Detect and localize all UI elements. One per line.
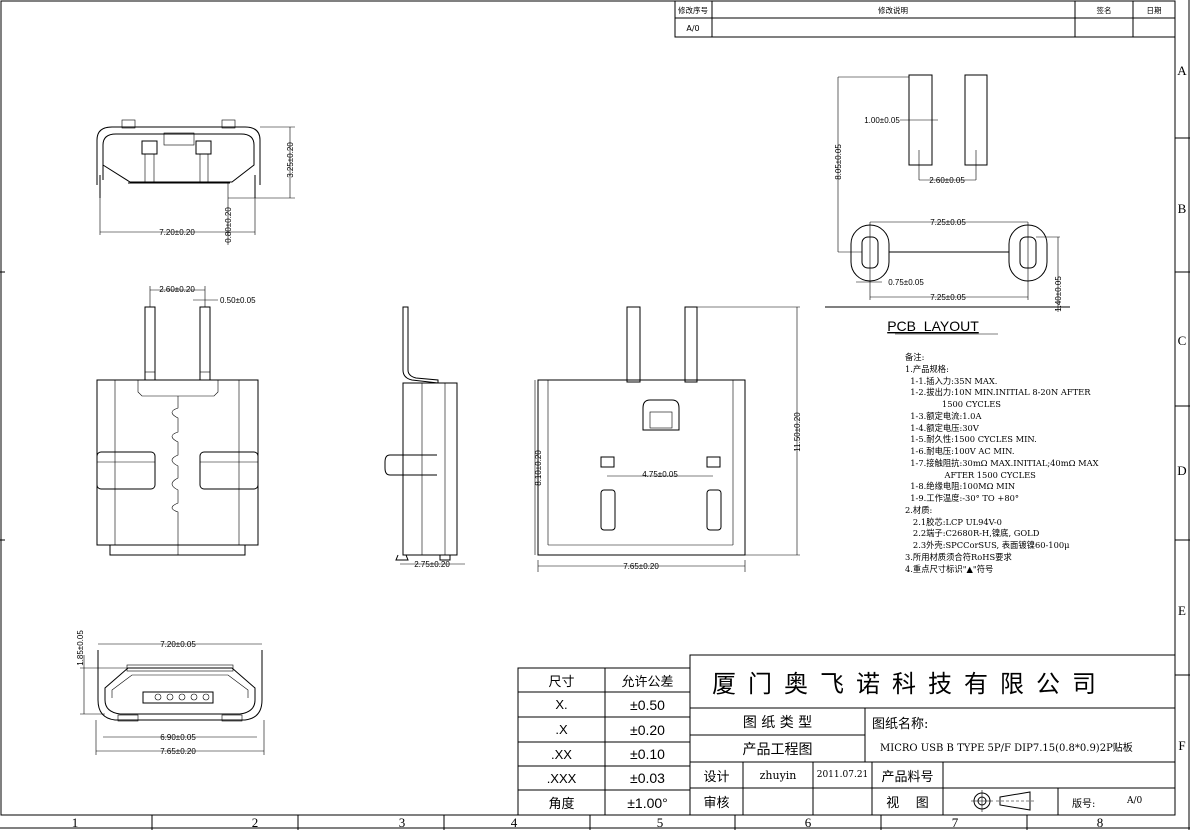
- zone-row-f: F: [1178, 738, 1185, 753]
- tol-value: ±1.00°: [627, 794, 668, 811]
- note-line: 2.2端子:C2680R-H,镍底, GOLD: [905, 528, 1040, 539]
- zone-row-e: E: [1178, 603, 1186, 618]
- zone-row-d: D: [1177, 463, 1186, 478]
- dim-top-width: 7.20±0.20: [159, 228, 195, 237]
- version-label: 版号:: [1072, 799, 1096, 810]
- tol-value: ±0.10: [630, 746, 665, 762]
- projection-symbol-icon: [971, 790, 1034, 812]
- tol-header-size: 尺寸: [548, 673, 575, 689]
- company-name: 厦门奥飞诺科技有限公司: [712, 670, 1108, 698]
- tol-header-tolerance: 允许公差: [621, 673, 674, 689]
- view-label: 视 图: [886, 796, 929, 811]
- note-line: 备注:: [905, 352, 925, 362]
- dim-pad-width: 1.00±0.05: [864, 116, 900, 125]
- note-line: 1-1.插入力:35N MAX.: [905, 375, 998, 386]
- tol-size: .X: [555, 722, 568, 737]
- note-line: 1-6.耐电压:100V AC MIN.: [905, 446, 1015, 456]
- dim-hole-width: 0.75±0.05: [888, 278, 924, 287]
- dim-post-pitch: 4.75±0.05: [642, 470, 678, 479]
- tol-size: .XXX: [546, 770, 577, 786]
- dim-top-offset: 0.80±0.20: [224, 207, 233, 243]
- rev-header-no: 修改序号: [678, 5, 708, 15]
- zone-col-5: 5: [657, 815, 664, 830]
- zone-col-1: 1: [72, 815, 79, 830]
- pcb-layout: 1.00±0.05 2.60±0.05 8.05±0.05 7.25±0.05 …: [825, 74, 1070, 335]
- dim-front-top-width: 7.20±0.05: [160, 640, 196, 649]
- rev-header-date: 日期: [1147, 6, 1162, 15]
- dim-hole-length: 1.40±0.05: [1054, 276, 1063, 312]
- tol-size: 角度: [548, 796, 575, 811]
- top-view: 7.20±0.20 3.25±0.20 0.80±0.20: [96, 119, 295, 245]
- drawing-type-label: 图 纸 类 型: [742, 714, 813, 731]
- zone-col-7: 7: [952, 815, 959, 830]
- note-line: 1-3.额定电流:1.0A: [905, 410, 982, 421]
- note-line: 1-9.工作温度:-30° TO +80°: [905, 493, 1020, 503]
- note-line: 1.产品规格:: [905, 363, 949, 374]
- rev-row-no: A/0: [686, 24, 699, 33]
- zone-col-4: 4: [511, 815, 518, 830]
- note-line: 1-2.拔出力:10N MIN.INITIAL 8-20N AFTER: [905, 387, 1091, 398]
- note-line: AFTER 1500 CYCLES: [905, 469, 1036, 480]
- tol-value: ±0.50: [630, 696, 665, 713]
- back-view: 2.60±0.20 0.50±0.05: [96, 285, 259, 556]
- tol-value: ±0.03: [630, 770, 665, 786]
- dim-pad-pitch: 2.60±0.05: [929, 176, 965, 185]
- zone-col-8: 8: [1097, 815, 1104, 830]
- zone-col-3: 3: [399, 815, 406, 830]
- zone-row-b: B: [1178, 201, 1187, 216]
- dim-hole-pitch-bottom: 7.25±0.05: [930, 293, 966, 302]
- note-line: 2.1胶芯:LCP UL94V-0: [905, 516, 1002, 527]
- dim-side-depth: 2.75±0.20: [414, 560, 450, 569]
- note-line: 1500 CYCLES: [905, 399, 1001, 409]
- note-line: 1-5.耐久性:1500 CYCLES MIN.: [905, 434, 1037, 445]
- note-line: 1-7.接触阻抗:30mΩ MAX.INITIAL;40mΩ MAX: [905, 457, 1099, 468]
- note-line: 4.重点尺寸标识"▲"符号: [905, 563, 994, 574]
- revision-table: 修改序号 修改说明 签名 日期 A/0: [674, 0, 1176, 38]
- dim-total-height: 11.50±0.20: [793, 412, 802, 452]
- dim-front-height: 1.85±0.05: [76, 630, 85, 666]
- dim-hole-pitch-top: 7.25±0.05: [930, 218, 966, 227]
- design-date: 2011.07.21: [816, 770, 869, 780]
- note-line: 2.材质:: [905, 504, 933, 515]
- tol-size: X.: [555, 697, 568, 712]
- part-no-label: 产品料号: [881, 769, 934, 785]
- zone-col-6: 6: [805, 815, 812, 830]
- zone-row-c: C: [1178, 333, 1187, 348]
- dim-front-width: 7.65±0.20: [160, 747, 196, 756]
- dim-row-distance: 8.05±0.05: [834, 144, 843, 180]
- part-no-field: [943, 762, 1175, 788]
- version-value: A/0: [1127, 796, 1143, 806]
- drawing-name: MICRO USB B TYPE 5P/F DIP7.15(0.8*0.9)2P…: [880, 743, 1133, 754]
- rev-header-sign: 签名: [1097, 5, 1112, 15]
- bottom-view: 4.75±0.05 7.65±0.20 11.50±0.20 8.10±0.20: [534, 306, 802, 572]
- note-line: 2.3外壳:SPCCorSUS, 表面镀镍60-100μ: [905, 540, 1070, 550]
- dim-body-height: 8.10±0.20: [534, 450, 543, 486]
- dim-front-inner-width: 6.90±0.05: [160, 733, 196, 742]
- review-label: 审核: [703, 796, 730, 811]
- dim-pin-width: 0.50±0.05: [220, 296, 256, 305]
- tol-size: .XX: [551, 746, 572, 762]
- drawing-name-label: 图纸名称:: [872, 717, 929, 732]
- zone-col-2: 2: [252, 815, 259, 830]
- rev-header-desc: 修改说明: [878, 5, 908, 15]
- front-view: 7.20±0.05 6.90±0.05 7.65±0.20 1.85±0.05: [76, 630, 265, 756]
- note-line: 1-4.额定电压:30V: [905, 422, 979, 433]
- note-line: 1-8.绝缘电阻:100MΩ MIN: [905, 481, 1016, 492]
- side-view: 2.75±0.20: [384, 306, 465, 569]
- drawing-type: 产品工程图: [742, 741, 813, 758]
- dim-top-height: 3.25±0.20: [286, 142, 295, 178]
- designer-name: zhuyin: [759, 768, 797, 782]
- notes-block: 备注: 1.产品规格: 1-1.插入力:35N MAX. 1-2.拔出力:10N…: [905, 352, 1099, 575]
- dim-pin-pitch: 2.60±0.20: [159, 285, 195, 294]
- design-label: 设计: [703, 769, 730, 785]
- note-line: 3.所用材质须合符RoHS要求: [905, 551, 1012, 562]
- tol-value: ±0.20: [630, 721, 665, 738]
- zone-row-a: A: [1177, 63, 1187, 78]
- title-block-grid: [517, 654, 1176, 816]
- pcb-layout-title: PCB LAYOUT: [887, 318, 979, 334]
- dim-bottom-width: 7.65±0.20: [623, 562, 659, 571]
